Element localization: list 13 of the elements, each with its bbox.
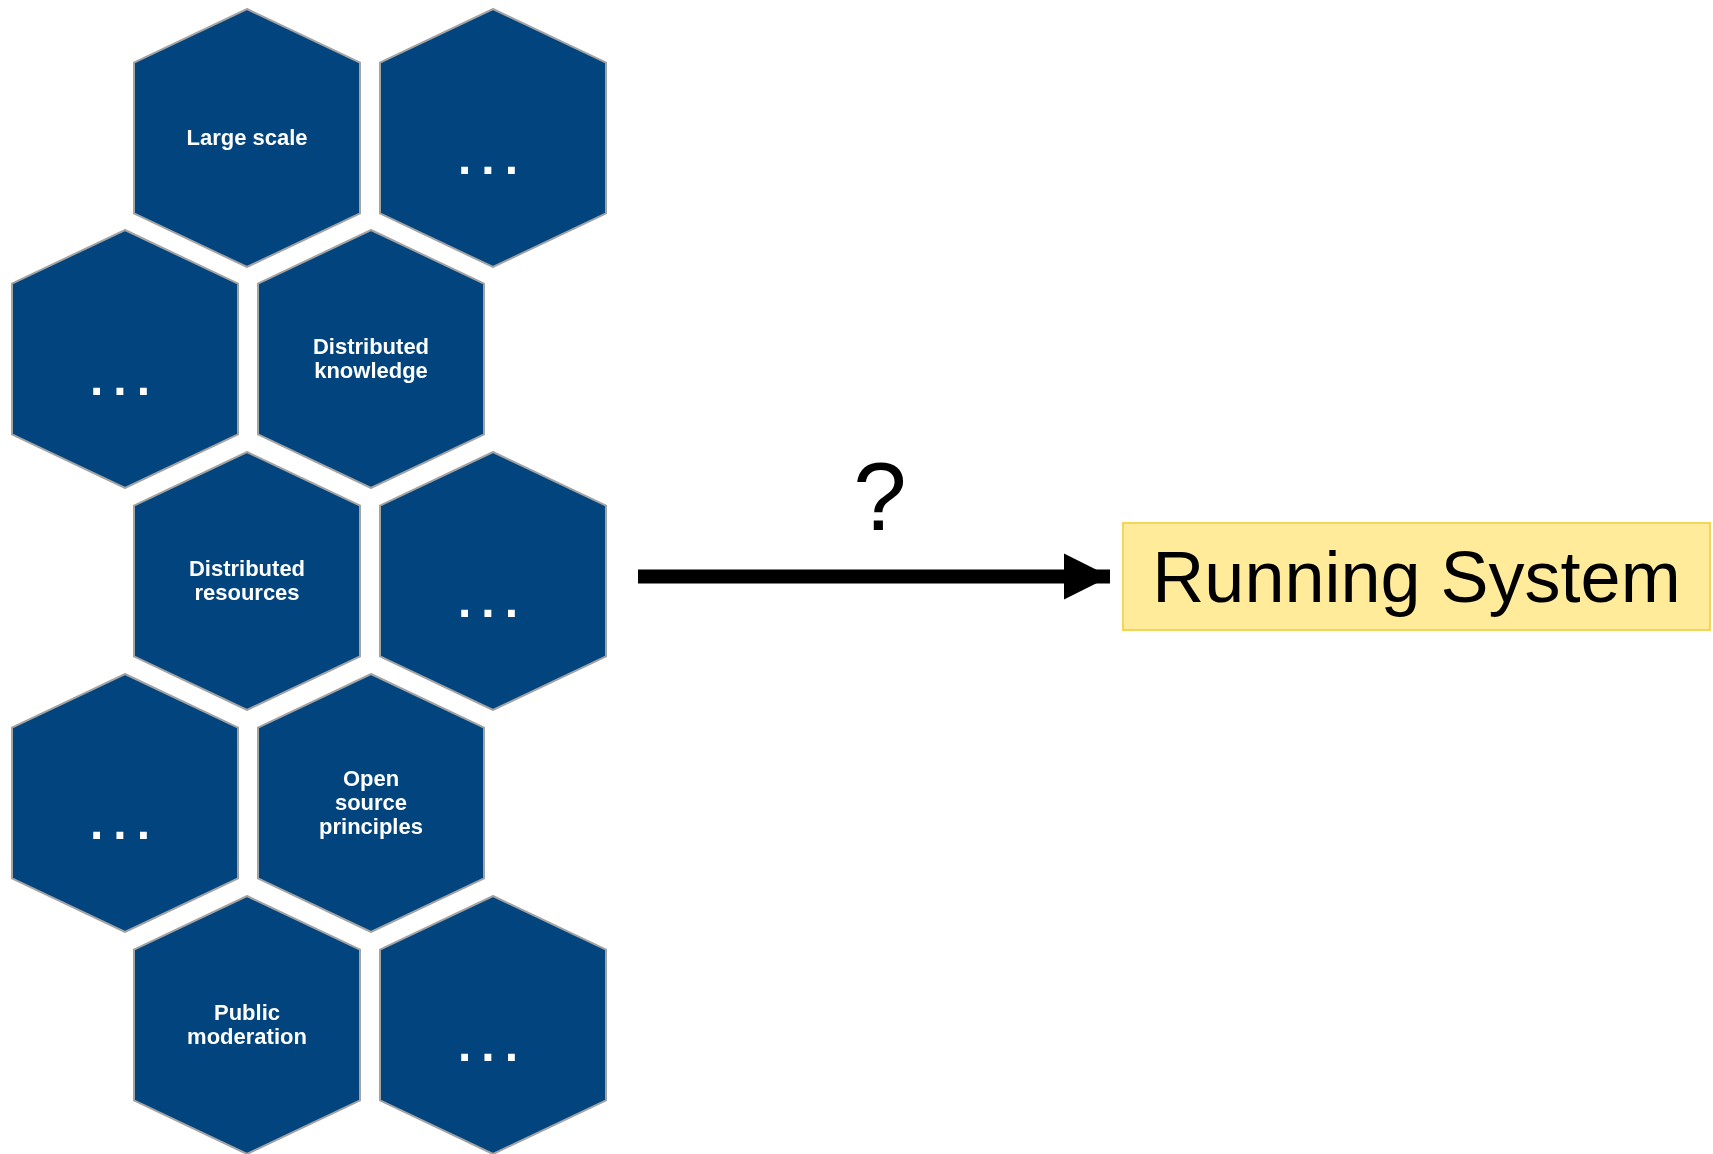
hexagon-label: ...	[458, 130, 528, 182]
hexagon-label: Distributed knowledge	[311, 335, 431, 383]
arrow	[638, 553, 1110, 600]
result-box	[1122, 522, 1711, 631]
edge-label: ?	[853, 448, 907, 545]
hexagon-label: ...	[458, 573, 528, 625]
hexagon-label: Large scale	[186, 126, 308, 150]
hexagon-label: Open source principles	[318, 767, 424, 839]
hexagon-label: ...	[458, 1017, 528, 1069]
hexagon-label: Distributed resources	[187, 557, 307, 605]
hexagon-label: ...	[90, 351, 160, 403]
hexagon-label: ...	[90, 795, 160, 847]
hexagon-label: Public moderation	[186, 1001, 308, 1049]
